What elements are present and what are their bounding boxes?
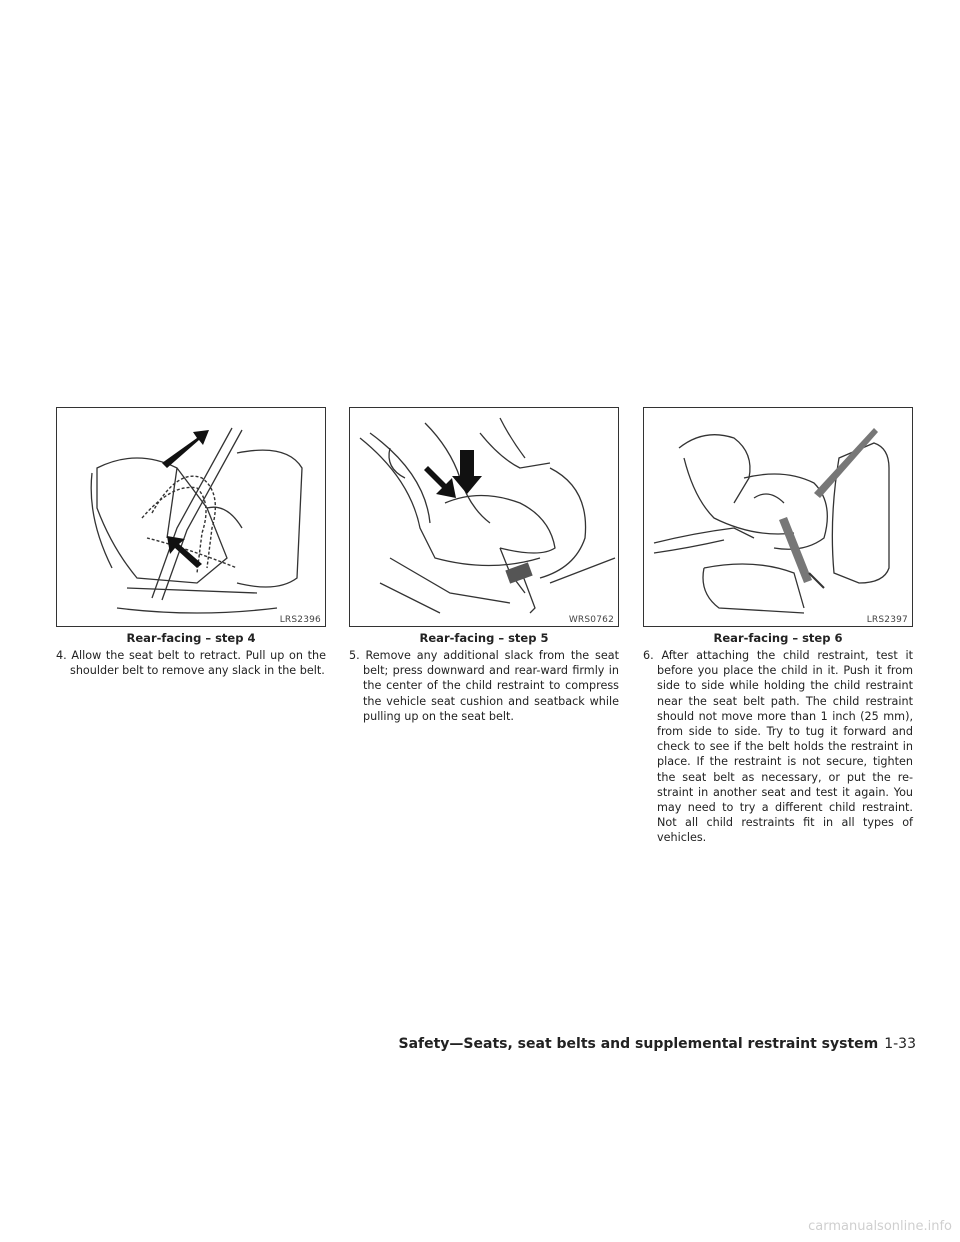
down-arrow-icon [452,450,482,494]
seat-belt-strap [779,517,812,583]
step-4-column: LRS2396 Rear-facing – step 4 4. Allow th… [56,407,326,678]
shoulder-belt-strap [814,428,878,498]
child-seat-belt-retract-illustration [90,427,303,614]
page-footer: Safety—Seats, seat belts and supplementa… [399,1036,917,1052]
test-child-seat-illustration [653,428,890,614]
figure-caption: Rear-facing – step 4 [126,631,256,645]
up-arrow-icon [162,430,209,468]
step-6-column: LRS2397 Rear-facing – step 6 6. After at… [643,407,913,846]
step-5-text: 5. Remove any additional slack from the … [349,649,619,723]
watermark: carmanualsonline.info [808,1219,952,1234]
step-5-column: WRS0762 Rear-facing – step 5 5. Remove a… [349,407,619,724]
buckle-icon [505,562,533,584]
figure-code: LRS2397 [866,615,908,625]
step-6-text: 6. After attaching the child restraint, … [643,649,913,845]
figure-step-4: LRS2396 [56,407,326,627]
down-arrow-icon [424,466,456,498]
page-number: 1-33 [884,1036,916,1052]
figure-code: WRS0762 [568,615,614,625]
press-child-seat-illustration [359,417,616,614]
step-4-text: 4. Allow the seat belt to retract. Pull … [56,649,326,678]
figure-caption: Rear-facing – step 5 [419,631,549,645]
figure-step-5: WRS0762 [349,407,619,627]
figure-code: LRS2396 [279,615,321,625]
up-arrow-icon [167,536,202,568]
figure-caption: Rear-facing – step 6 [713,631,843,645]
section-title: Safety—Seats, seat belts and supplementa… [398,1036,879,1052]
figure-step-6: LRS2397 [643,407,913,627]
